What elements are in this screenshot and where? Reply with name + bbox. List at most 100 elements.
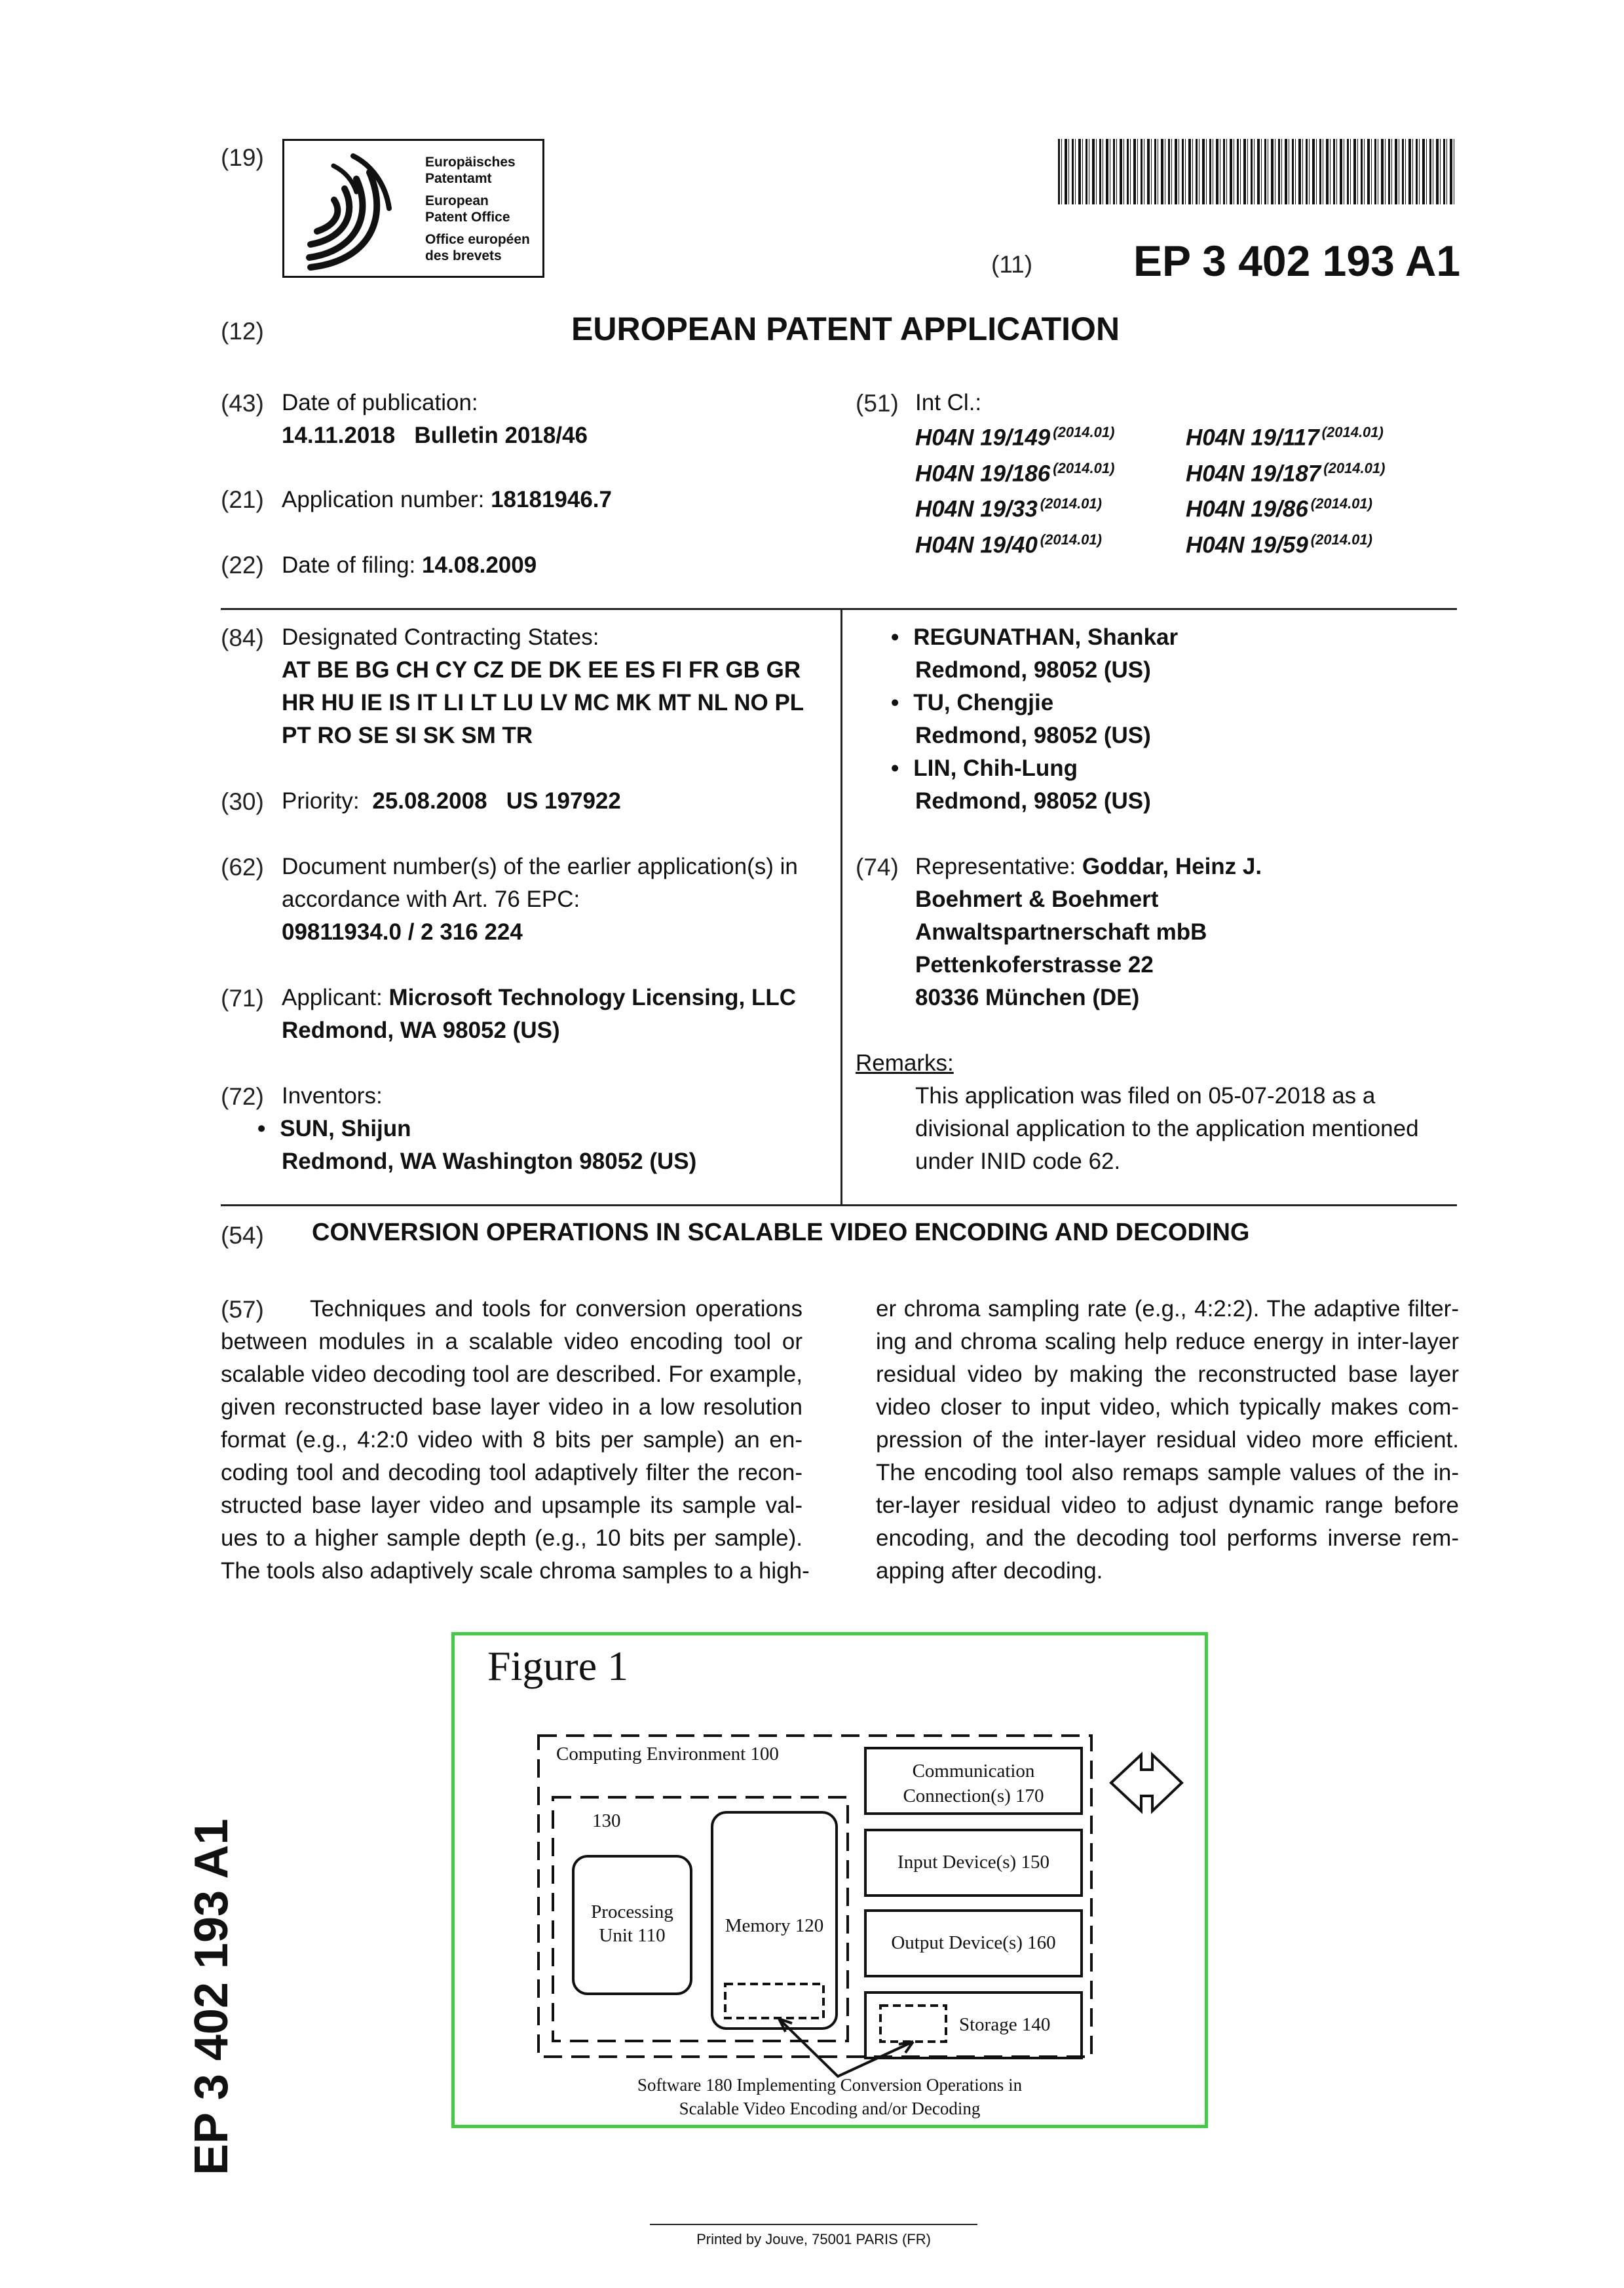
footer-rule <box>650 2224 977 2225</box>
box-130-label: 130 <box>592 1810 621 1831</box>
abstract-line: ter-layer residual video to adjust dynam… <box>876 1493 1459 1518</box>
bullet-icon: • <box>891 755 899 781</box>
applicant-label: Applicant: <box>282 985 383 1010</box>
figure-caption: Software 180 Implementing Conversion Ope… <box>455 2073 1205 2120</box>
representative-name: Goddar, Heinz J. <box>1082 854 1262 879</box>
inid-code-12: (12) <box>221 318 264 345</box>
storage-box <box>864 1991 1083 2059</box>
abstract-line: apping after decoding. <box>876 1558 1103 1584</box>
office-name-de-2: Patentamt <box>425 171 492 186</box>
filing-date-value: 14.08.2009 <box>422 552 537 578</box>
designated-states-label: Designated Contracting States: <box>282 624 599 650</box>
inid-code-43: (43) <box>221 390 264 417</box>
earlier-application-text: accordance with Art. 76 EPC: <box>282 887 580 912</box>
abstract-column-left: Techniques and tools for conversion oper… <box>221 1293 810 1588</box>
inid-code-11: (11) <box>991 251 1033 278</box>
int-cl-entry: H04N 19/33(2014.01) <box>915 495 1102 522</box>
communication-box <box>864 1747 1083 1815</box>
remarks-line: This application was filed on 05-07-2018… <box>915 1083 1376 1109</box>
side-publication-number: EP 3 402 193 A1 <box>185 1818 238 2175</box>
column-divider <box>840 609 842 1206</box>
inventor-name: TU, Chengjie <box>913 690 1054 715</box>
office-name-en-2: Patent Office <box>425 210 510 225</box>
arrowhead-icon <box>898 2040 915 2054</box>
section-rule <box>221 1204 1457 1206</box>
inventor-item: •SUN, Shijun <box>257 1113 411 1145</box>
inid-code-57: (57) <box>221 1296 264 1323</box>
inventor-address: Redmond, 98052 (US) <box>915 788 1151 814</box>
abstract-line: The tools also adaptively scale chroma s… <box>221 1558 810 1584</box>
inventor-item: •TU, Chengjie <box>891 687 1053 719</box>
remarks-text: This application was filed on 05-07-2018… <box>915 1080 1419 1178</box>
abstract-line: coding tool and decoding tool adaptively… <box>221 1460 803 1485</box>
remarks-label: Remarks: <box>856 1050 954 1076</box>
applicant: Applicant: Microsoft Technology Licensin… <box>282 982 796 1047</box>
inid-code-62: (62) <box>221 854 264 881</box>
abstract-column-right: er chroma sampling rate (e.g., 4:2:2). T… <box>876 1293 1459 1588</box>
int-cl-entry: H04N 19/86(2014.01) <box>1186 495 1372 522</box>
designated-states-line: HR HU IE IS IT LI LT LU LV MC MK MT NL N… <box>282 690 804 715</box>
abstract-line: structed base layer video and upsample i… <box>221 1493 803 1518</box>
inventors-label: Inventors: <box>282 1083 383 1109</box>
output-device-label: Output Device(s) 160 <box>891 1932 1056 1953</box>
abstract-line: video closer to input video, which typic… <box>876 1394 1459 1420</box>
publication-date-label: Date of publication: <box>282 390 478 415</box>
communication-text: Communication <box>912 1761 1035 1782</box>
abstract-line: ues to a higher sample depth (e.g., 10 b… <box>221 1525 803 1551</box>
remarks-line: under INID code 62. <box>915 1149 1121 1174</box>
int-cl-column-2: H04N 19/117(2014.01) H04N 19/187(2014.01… <box>1186 417 1385 561</box>
inventor-name: REGUNATHAN, Shankar <box>913 624 1179 650</box>
output-device-box <box>864 1909 1083 1977</box>
abstract-line: ing and chroma scaling help reduce energ… <box>876 1329 1459 1354</box>
inventor-address: Redmond, 98052 (US) <box>915 657 1151 683</box>
processing-unit-text: Processing <box>591 1901 673 1922</box>
int-cl-entry: H04N 19/40(2014.01) <box>915 531 1102 558</box>
barcode <box>1058 139 1454 204</box>
inid-code-84: (84) <box>221 624 264 651</box>
pointer-lines <box>778 2017 914 2078</box>
arrowhead-icon <box>778 2017 793 2032</box>
inventor-address: Redmond, WA Washington 98052 (US) <box>282 1149 697 1174</box>
epo-logo-box: Europäisches Patentamt European Patent O… <box>282 139 544 278</box>
inventor-item: •REGUNATHAN, Shankar <box>891 621 1178 654</box>
inventor-address: Redmond, 98052 (US) <box>915 723 1151 748</box>
figure-caption-line: Scalable Video Encoding and/or Decoding <box>679 2099 981 2118</box>
designated-states: Designated Contracting States: AT BE BG … <box>282 621 804 752</box>
abstract-line: encoding, and the decoding tool performs… <box>876 1525 1459 1551</box>
office-name-fr-1: Office européen <box>425 232 530 247</box>
document-kind: EUROPEAN PATENT APPLICATION <box>571 311 1120 347</box>
inid-code-71: (71) <box>221 985 264 1012</box>
abstract-line: between modules in a scalable video enco… <box>221 1329 803 1354</box>
office-name-fr-2: des brevets <box>425 248 502 263</box>
figure-title: Figure 1 <box>487 1643 629 1689</box>
publication-date-value: 14.11.2018 Bulletin 2018/46 <box>282 423 588 448</box>
int-cl-entry: H04N 19/186(2014.01) <box>915 459 1115 487</box>
earlier-application-number: 09811934.0 / 2 316 224 <box>282 919 523 945</box>
epo-logo-icon <box>306 153 392 271</box>
abstract-line: er chroma sampling rate (e.g., 4:2:2). T… <box>876 1296 1459 1322</box>
representative-line: 80336 München (DE) <box>915 985 1140 1010</box>
core-box <box>552 1796 849 2042</box>
printer-credit: Printed by Jouve, 75001 PARIS (FR) <box>696 2231 931 2247</box>
inid-code-72: (72) <box>221 1083 264 1110</box>
inventor-name: LIN, Chih-Lung <box>913 755 1078 781</box>
communication-text: Connection(s) 170 <box>903 1785 1044 1806</box>
computing-environment-box <box>537 1734 1093 2058</box>
section-rule <box>221 608 1457 610</box>
representative-line: Pettenkoferstrasse 22 <box>915 952 1154 978</box>
abstract-line: given reconstructed base layer video in … <box>221 1394 803 1420</box>
office-name-en-1: European <box>425 193 489 208</box>
input-device-box <box>864 1829 1083 1897</box>
abstract-line: residual video by making the reconstruct… <box>876 1362 1459 1387</box>
figure-caption-line: Software 180 Implementing Conversion Ope… <box>637 2075 1023 2095</box>
storage-label: Storage 140 <box>959 2014 1051 2035</box>
office-name-de-1: Europäisches <box>425 155 516 170</box>
priority-value: 25.08.2008 US 197922 <box>372 788 621 814</box>
earlier-application-text: Document number(s) of the earlier applic… <box>282 854 798 879</box>
representative: Representative: Goddar, Heinz J. Boehmer… <box>915 850 1262 1014</box>
inventor-name: SUN, Shijun <box>280 1116 411 1141</box>
abstract-line: scalable video decoding tool are describ… <box>221 1362 803 1387</box>
abstract-line: format (e.g., 4:2:0 video with 8 bits pe… <box>221 1427 803 1453</box>
application-number-label: Application number: <box>282 487 485 512</box>
processing-unit-label: Processing Unit 110 <box>573 1900 691 1947</box>
